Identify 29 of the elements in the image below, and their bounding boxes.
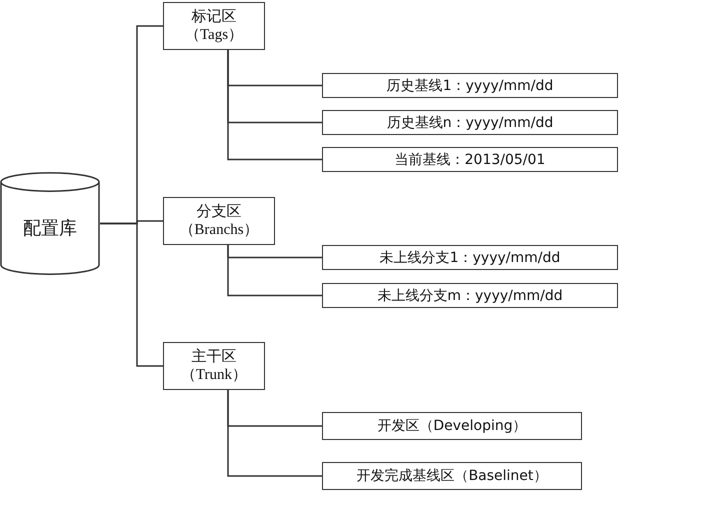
node-label: 未上线分支m：yyyy/mm/dd [377, 286, 563, 304]
item-box [322, 412, 582, 440]
node-label: （Tags） [184, 26, 244, 44]
item-box [322, 110, 618, 135]
item-box [322, 462, 582, 490]
group-box [163, 2, 265, 50]
node-label: 分支区 [196, 203, 242, 221]
node-label: 未上线分支1：yyyy/mm/dd [380, 248, 560, 266]
node-label: 开发完成基线区（Baselinet） [356, 467, 548, 485]
item-box [322, 245, 618, 270]
connector-line [227, 390, 322, 477]
group-box [163, 342, 265, 390]
node-label: 主干区 [192, 348, 236, 366]
group-box [163, 197, 275, 245]
node-label: 历史基线1：yyyy/mm/dd [386, 76, 554, 94]
node-label: 配置库 [23, 216, 77, 240]
node-label: 历史基线n：yyyy/mm/dd [386, 114, 554, 132]
database-cylinder [0, 172, 100, 275]
node-label: 开发区（Developing） [377, 417, 527, 435]
node-label: 标记区 [192, 8, 236, 26]
connector-line [227, 245, 322, 296]
node-label: （Branchs） [179, 221, 259, 239]
item-box [322, 283, 618, 308]
connector-line [100, 222, 163, 367]
node-label: （Trunk） [180, 366, 248, 384]
node-label: 当前基线：2013/05/01 [394, 150, 546, 168]
item-box [322, 73, 618, 98]
connector-line [227, 50, 322, 160]
item-box [322, 147, 618, 172]
